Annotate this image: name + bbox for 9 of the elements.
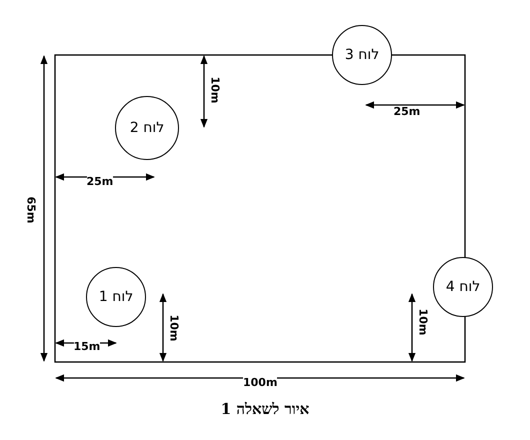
board-circle: לוח 4 bbox=[433, 257, 493, 317]
dimension-label: 100m bbox=[243, 377, 278, 389]
board-circle: לוח 3 bbox=[332, 25, 392, 85]
board-circle: לוח 2 bbox=[115, 96, 179, 160]
dimension-label: 15m bbox=[74, 341, 100, 353]
dimension-label: 25m bbox=[394, 106, 420, 118]
dimension-label: 25m bbox=[86, 176, 114, 188]
caption: איור לשאלה 1 bbox=[220, 400, 310, 419]
board-circle: לוח 1 bbox=[86, 267, 146, 327]
